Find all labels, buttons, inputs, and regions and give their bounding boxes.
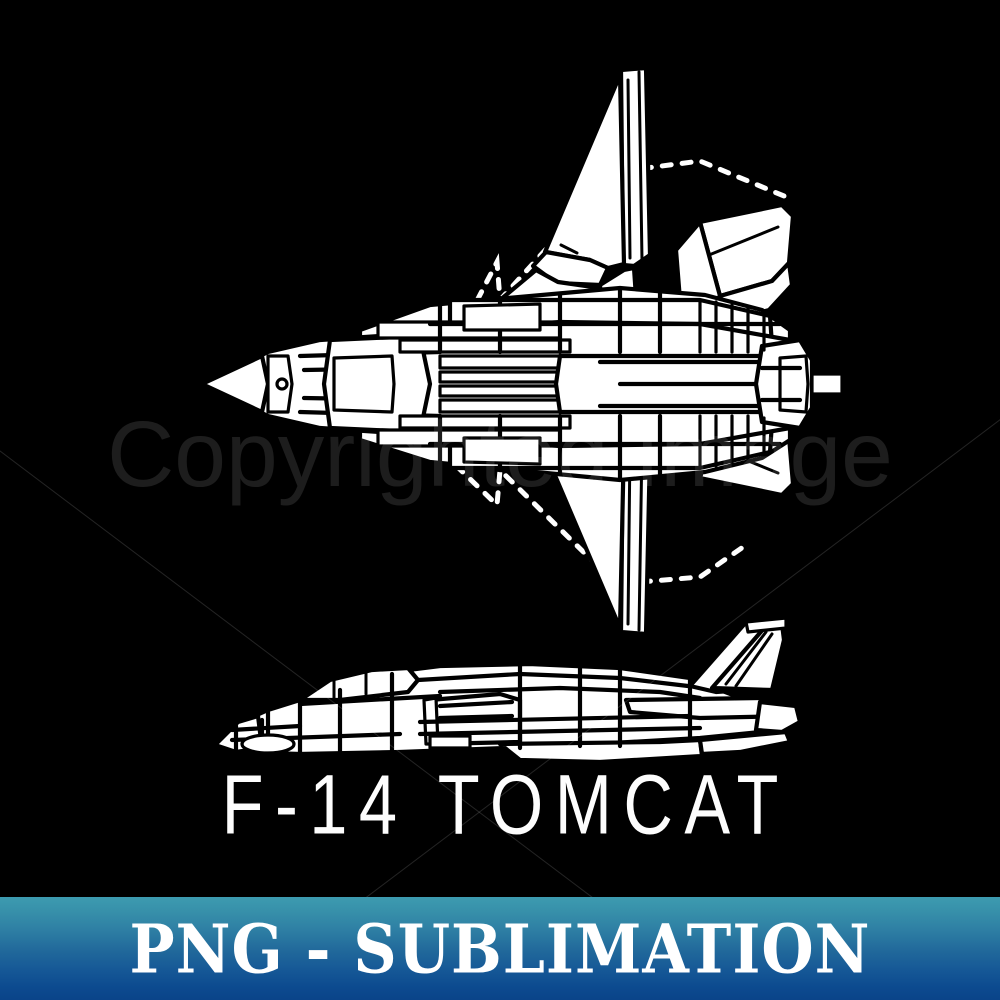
sublimation-banner: PNG - SUBLIMATION	[0, 897, 1000, 1000]
upper-glove-vane	[462, 302, 542, 332]
side-vertical-stabilizer	[687, 613, 788, 695]
canopy-frame-fwd	[332, 354, 396, 414]
side-exhaust	[753, 699, 803, 735]
nose-sensor-port	[275, 377, 289, 391]
lower-glove-vane	[462, 436, 542, 466]
side-profile-view	[212, 613, 803, 765]
aircraft-artwork: .pl { fill:#ffffff; stroke:#000000; stro…	[199, 65, 844, 765]
banner-label: PNG - SUBLIMATION	[129, 910, 871, 989]
side-nose-sensor	[240, 733, 296, 755]
side-rear-fairing	[697, 729, 793, 757]
side-gear-door	[428, 734, 472, 750]
side-canopy	[297, 665, 421, 703]
top-plan-view	[199, 65, 844, 637]
side-upper-panels	[297, 671, 703, 707]
radome-tip	[199, 353, 271, 415]
exhaust-nozzles	[753, 337, 844, 431]
page-title: F-14 TOMCAT	[221, 756, 790, 852]
